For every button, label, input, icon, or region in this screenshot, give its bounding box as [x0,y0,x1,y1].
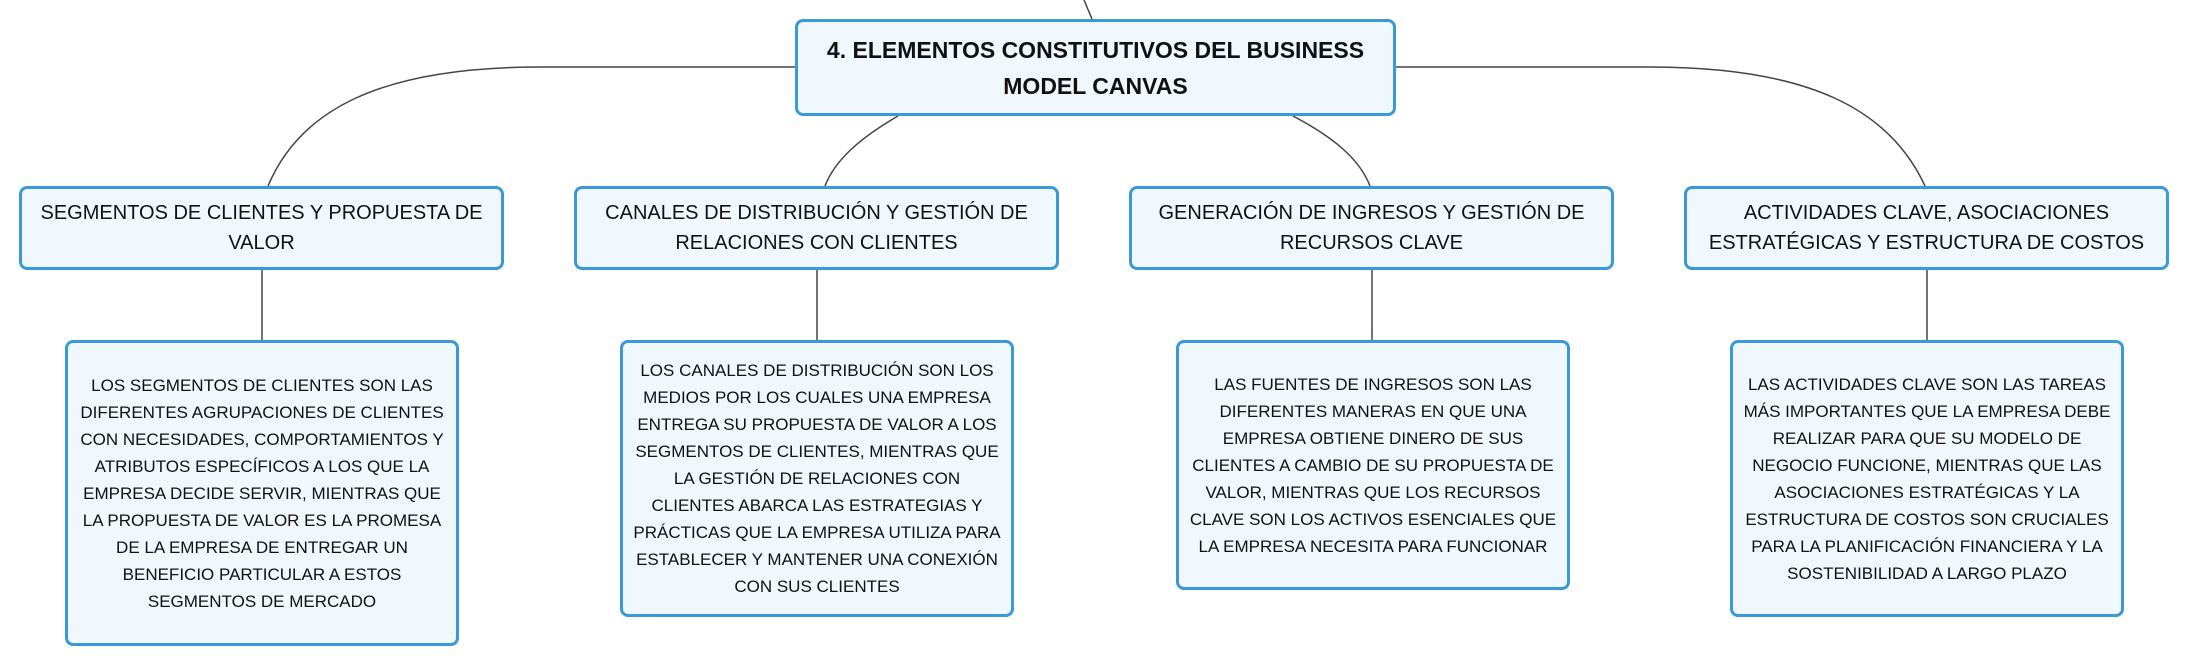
branch-actividades-clave[interactable]: ACTIVIDADES CLAVE, ASOCIACIONES ESTRATÉG… [1684,186,2169,270]
connector-root-branch-1 [824,115,899,187]
description-canales-distribucion[interactable]: LOS CANALES DE DISTRIBUCIÓN SON LOS MEDI… [620,340,1014,617]
description-text: LAS ACTIVIDADES CLAVE SON LAS TAREAS MÁS… [1743,374,2111,583]
branch-label: SEGMENTOS DE CLIENTES Y PROPUESTA DE VAL… [40,202,483,254]
branch-label: GENERACIÓN DE INGRESOS Y GESTIÓN DE RECU… [1158,202,1585,254]
branch-segmentos-clientes[interactable]: SEGMENTOS DE CLIENTES Y PROPUESTA DE VAL… [19,186,504,270]
description-segmentos-clientes[interactable]: LOS SEGMENTOS DE CLIENTES SON LAS DIFERE… [65,340,459,646]
branch-label: ACTIVIDADES CLAVE, ASOCIACIONES ESTRATÉG… [1708,202,2145,254]
description-generacion-ingresos[interactable]: LAS FUENTES DE INGRESOS SON LAS DIFERENT… [1176,340,1570,590]
connector-root-branch-3 [1396,66,1926,187]
root-topic[interactable]: 4. ELEMENTOS CONSTITUTIVOS DEL BUSINESS … [795,19,1396,116]
description-text: LOS CANALES DE DISTRIBUCIÓN SON LOS MEDI… [633,361,1001,596]
connector-parent-root [1083,0,1093,20]
connector-root-branch-0 [267,66,795,187]
connector-root-branch-2 [1292,115,1371,187]
description-text: LOS SEGMENTOS DE CLIENTES SON LAS DIFERE… [80,375,444,611]
description-text: LAS FUENTES DE INGRESOS SON LAS DIFERENT… [1189,374,1557,556]
root-topic-label: 4. ELEMENTOS CONSTITUTIVOS DEL BUSINESS … [826,36,1365,99]
branch-canales-distribucion[interactable]: CANALES DE DISTRIBUCIÓN Y GESTIÓN DE REL… [574,186,1059,270]
branch-label: CANALES DE DISTRIBUCIÓN Y GESTIÓN DE REL… [605,202,1028,254]
description-actividades-clave[interactable]: LAS ACTIVIDADES CLAVE SON LAS TAREAS MÁS… [1730,340,2124,617]
branch-generacion-ingresos[interactable]: GENERACIÓN DE INGRESOS Y GESTIÓN DE RECU… [1129,186,1614,270]
